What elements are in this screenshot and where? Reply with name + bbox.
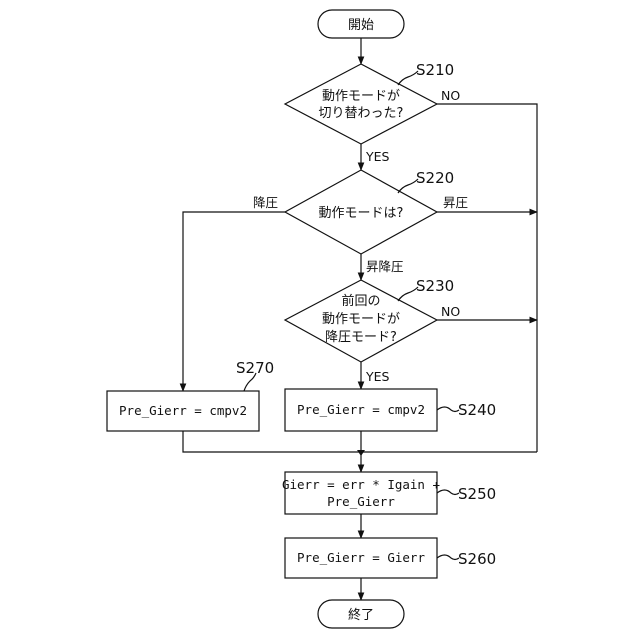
step-label-s250: S250	[458, 485, 496, 503]
process-s250-line1: Gierr = err * Igain +	[282, 477, 440, 492]
process-s250-line2: Pre_Gierr	[327, 494, 395, 509]
edge-label-s230-no: NO	[441, 304, 460, 319]
edge-label-s230-yes: YES	[365, 369, 390, 384]
decision-s230-line2: 動作モードが	[322, 312, 400, 327]
process-s260-text: Pre_Gierr = Gierr	[297, 550, 425, 565]
decision-s210-line1: 動作モードが	[322, 89, 400, 104]
step-tick-s230	[398, 287, 418, 301]
edge-label-s220-down: 昇降圧	[366, 259, 404, 274]
process-s240-text: Pre_Gierr = cmpv2	[297, 402, 425, 417]
edge-label-s220-right: 昇圧	[443, 195, 468, 210]
decision-s210	[285, 64, 437, 144]
decision-s220-line1: 動作モードは?	[319, 206, 404, 221]
decision-s230-line3: 降圧モード?	[325, 330, 397, 345]
connector-s270-merge	[183, 431, 537, 452]
step-tick-s260	[437, 555, 459, 560]
decision-s210-line2: 切り替わった?	[319, 106, 404, 121]
step-tick-s240	[437, 407, 459, 412]
step-label-s240: S240	[458, 401, 496, 419]
step-label-s230: S230	[416, 277, 454, 295]
end-label: 終了	[348, 607, 374, 623]
step-tick-s210	[398, 71, 418, 85]
step-tick-s220	[398, 179, 418, 193]
step-label-s220: S220	[416, 169, 454, 187]
step-label-s260: S260	[458, 550, 496, 568]
decision-s230-line1: 前回の	[341, 293, 380, 309]
process-s270-text: Pre_Gierr = cmpv2	[119, 403, 247, 418]
step-label-s210: S210	[416, 61, 454, 79]
edge-label-s210-yes: YES	[365, 149, 390, 164]
start-label: 開始	[348, 18, 374, 33]
edge-label-s220-left: 降圧	[253, 195, 278, 210]
merge-arrow-head	[357, 450, 365, 456]
step-label-s270: S270	[236, 359, 274, 377]
step-tick-s250	[437, 490, 459, 495]
edge-label-s210-no: NO	[441, 88, 460, 103]
